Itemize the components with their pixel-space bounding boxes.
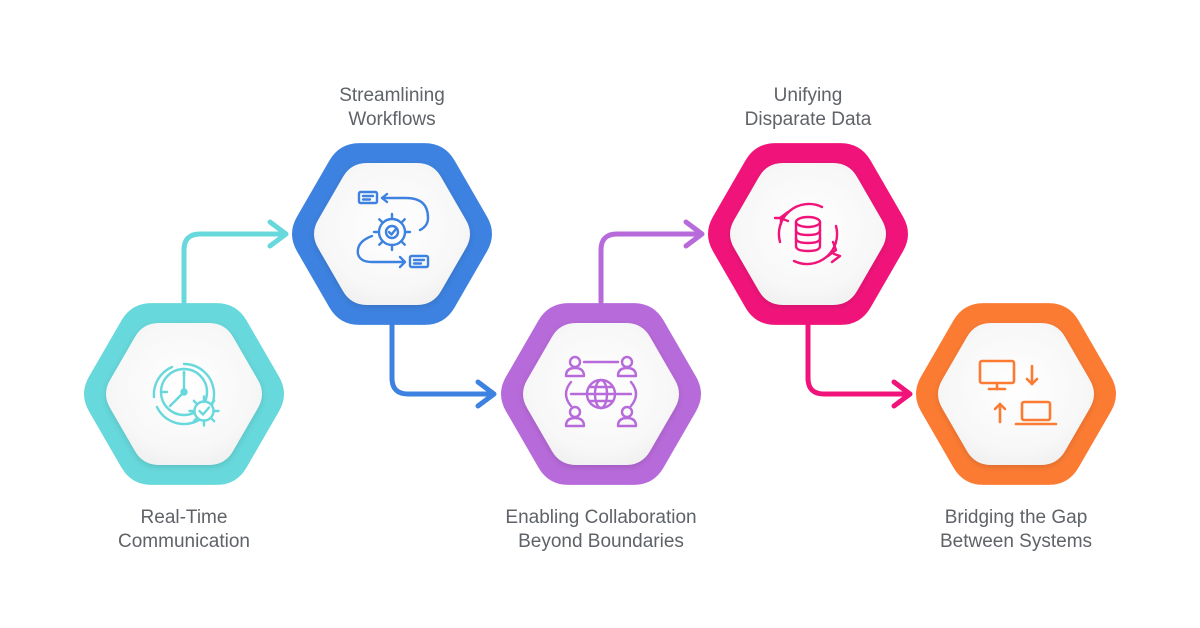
label-streamlining-workflows: Streamlining Workflows [262,84,522,132]
label-streamlining-line2: Workflows [348,109,436,130]
label-unifying-data: Unifying Disparate Data [678,84,938,132]
connector-arrowhead-3 [683,219,705,249]
label-collaboration-line1: Enabling Collaboration [505,507,697,528]
label-unifying-line1: Unifying [773,85,843,106]
hexagon-inner-face [938,322,1094,466]
label-realtime-communication: Real-Time Communication [54,506,314,554]
connectors [181,219,913,409]
clock-gear-icon [152,362,220,427]
label-enabling-collaboration: Enabling Collaboration Beyond Boundaries [471,506,731,554]
label-bridging-gap: Bridging the Gap Between Systems [886,506,1146,554]
connector-streamlining-to-collaboration [389,319,495,397]
global-team-icon [564,355,638,428]
workflow-gear-icon [356,190,430,269]
connector-unifying-to-bridging [805,319,911,397]
connector-realtime-to-streamlining [181,231,287,305]
connector-arrowhead-2 [475,379,497,409]
database-sync-icon [773,202,842,266]
connector-arrowhead-1 [267,219,289,249]
hexagon-bridging [916,303,1116,485]
connector-arrowhead-4 [891,379,913,409]
label-streamlining-line1: Streamlining [339,85,445,106]
system-transfer-icon [978,359,1058,426]
connector-collaboration-to-unifying [598,231,703,305]
label-unifying-line2: Disparate Data [744,109,872,130]
label-bridging-line2: Between Systems [939,531,1093,552]
label-collaboration-line2: Beyond Boundaries [518,531,684,552]
label-realtime-line2: Communication [118,531,250,552]
label-bridging-line1: Bridging the Gap [944,507,1088,528]
label-realtime-line1: Real-Time [140,507,228,528]
